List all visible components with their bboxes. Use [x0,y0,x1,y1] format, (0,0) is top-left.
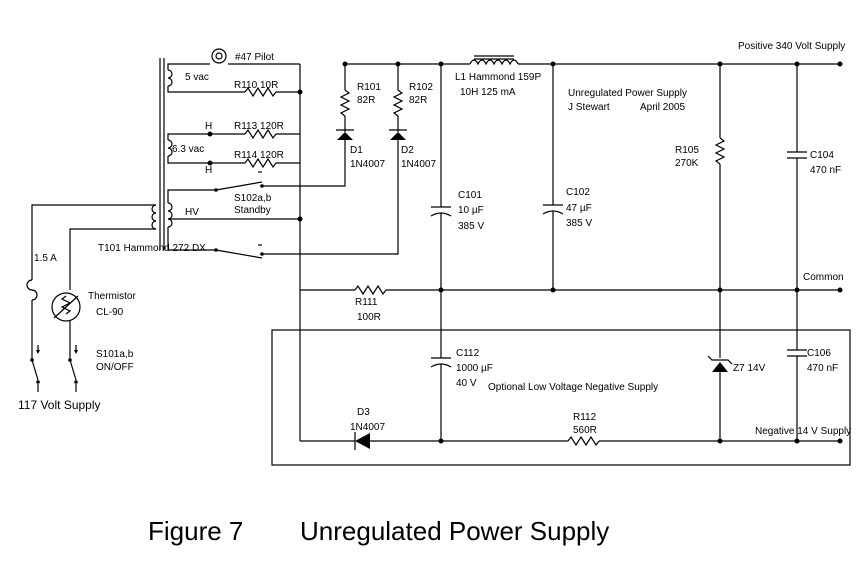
figure-number: Figure 7 [148,516,243,546]
c101-voltage: 385 V [458,221,484,232]
c112-voltage: 40 V [456,378,477,389]
figure-title: Unregulated Power Supply [300,516,609,546]
capacitor-c101 [430,61,452,293]
d2-label: D2 [401,145,414,156]
zener-z7 [707,355,733,444]
c106-value: 470 nF [807,363,838,374]
r111-label: R111 [355,297,378,308]
r105-value: 270K [675,158,699,169]
mains-supply-label: 117 Volt Supply [18,398,101,412]
capacitor-c102 [542,61,564,293]
filament-5v-wiring [167,48,303,98]
r112-value: 560R [573,425,597,436]
d2-part: 1N4007 [401,159,436,170]
c104-label: C104 [810,150,834,161]
transformer-t101 [151,58,173,250]
r111-value: 100R [357,312,381,323]
standby-label: Standby [234,205,271,216]
r105-label: R105 [675,145,699,156]
thermistor-label: Thermistor [88,291,136,302]
d3-label: D3 [357,407,370,418]
d1-label: D1 [350,145,363,156]
power-switch-state-label: ON/OFF [96,362,134,373]
r102-value: 82R [409,95,427,106]
diagram-date: April 2005 [640,102,685,113]
inductor-label: L1 Hammond 159P [455,72,541,83]
r110-label: R110 10R [234,80,278,91]
pilot-label: #47 Pilot [235,52,274,63]
diagram-title: Unregulated Power Supply [568,88,687,99]
c101-value: 10 µF [458,205,484,216]
c102-label: C102 [566,187,590,198]
r112-label: R112 [573,412,597,423]
inductor-value: 10H 125 mA [460,87,516,98]
c102-value: 47 µF [566,203,592,214]
transformer-label: T101 Hammond 272 DX [98,243,206,254]
power-switch-label: S101a,b [96,349,134,360]
r101-value: 82R [357,95,375,106]
r102-label: R102 [409,82,433,93]
common-rail-label: Common [803,272,844,283]
z7-label: Z7 14V [733,363,766,374]
optional-supply-label: Optional Low Voltage Negative Supply [488,382,658,393]
thermistor-part-label: CL-90 [96,307,124,318]
heater-h1-label: H [205,121,212,132]
d3-part: 1N4007 [350,422,385,433]
c106-label: C106 [807,348,831,359]
r101-label: R101 [357,82,381,93]
positive-rail [344,55,843,90]
capacitor-c104 [787,61,807,293]
primary-input-wiring [26,204,156,392]
rectifier-branch-d2 [300,61,407,255]
c112-value: 1000 µF [456,363,493,374]
filament-6v3-wiring [167,128,300,169]
fuse-label: 1.5 A [34,253,57,264]
capacitor-c106 [787,290,807,444]
hv-wiring [167,171,303,259]
diagram-author: J Stewart [568,102,610,113]
r113-label: R113 120R [234,121,284,132]
bleeder-r105 [714,61,726,358]
positive-rail-label: Positive 340 Volt Supply [738,41,845,52]
rectifier-branch-d1 [300,61,354,187]
optional-supply-box [271,329,851,466]
common-rail [300,284,843,296]
capacitor-c112 [430,290,452,444]
winding-6v3-label: 6.3 vac [172,144,204,155]
d1-part: 1N4007 [350,159,385,170]
c112-label: C112 [456,348,480,359]
winding-hv-label: HV [185,207,199,218]
winding-5v-label: 5 vac [185,72,209,83]
negative-rail-label: Negative 14 V Supply [755,426,851,437]
c101-label: C101 [458,190,482,201]
c102-voltage: 385 V [566,218,592,229]
heater-h2-label: H [205,165,212,176]
standby-switch-label: S102a,b [234,193,272,204]
c104-value: 470 nF [810,165,841,176]
negative-rail [300,432,843,450]
r114-label: R114 120R [234,150,284,161]
